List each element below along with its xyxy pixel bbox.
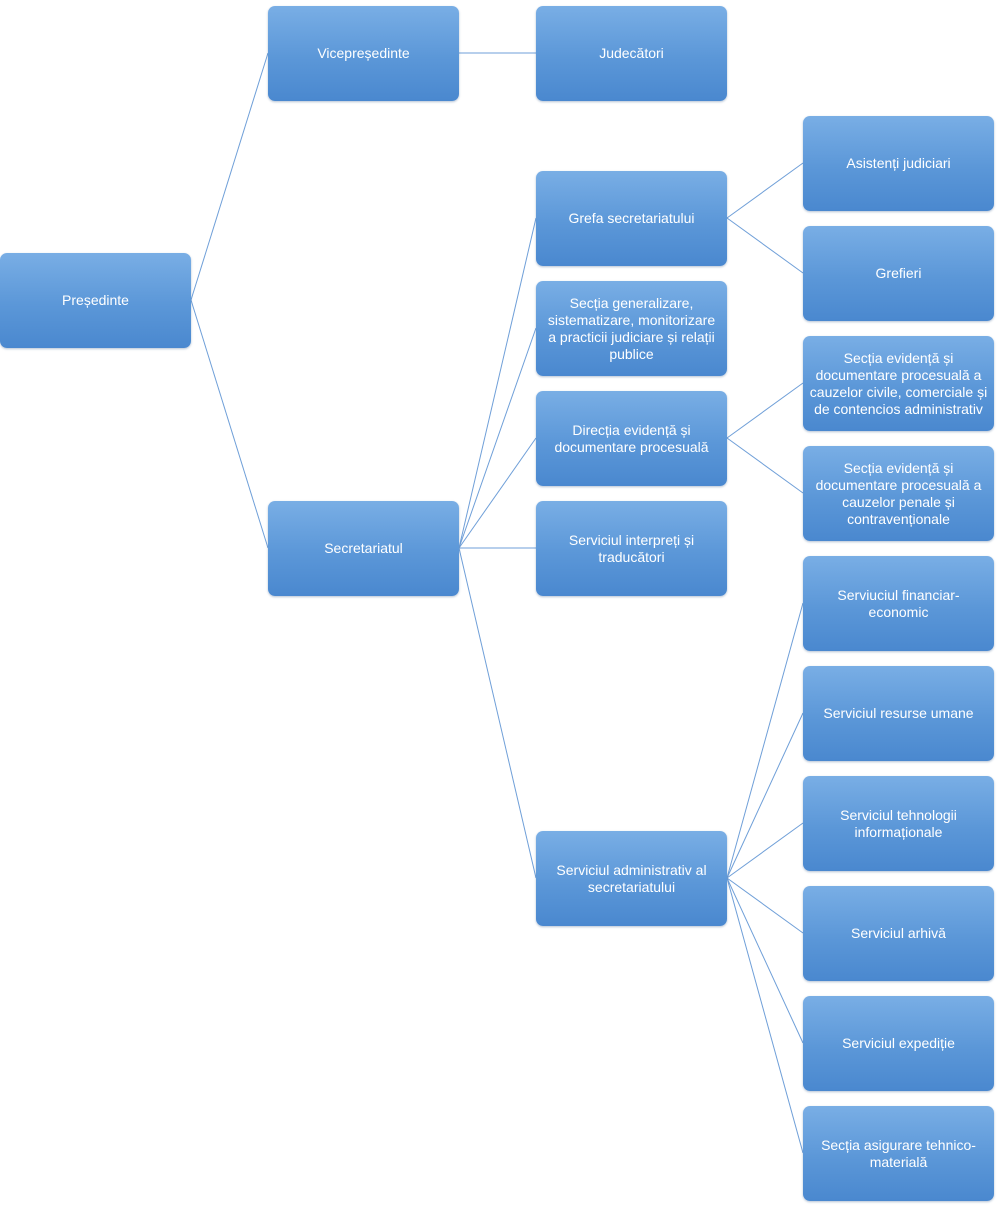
node-vicepresedinte: Vicepreședinte: [268, 6, 459, 101]
connector-grefa-asistenti: [726, 162, 804, 219]
node-grefa-secretariatului: Grefa secretariatului: [536, 171, 727, 266]
connector-administrativ-arhiva: [726, 877, 804, 934]
node-label: Serviciul arhivă: [851, 925, 946, 941]
node-label: Asistenți judiciari: [846, 155, 951, 171]
node-grefieri: Grefieri: [803, 226, 994, 321]
node-label: Secția evidență și documentare procesual…: [809, 349, 988, 417]
node-serviciul-administrativ: Serviciul administrativ al secretariatul…: [536, 831, 727, 926]
node-serviciul-interpreti: Serviciul interpreți și traducători: [536, 501, 727, 596]
connector-grefa-grefieri: [726, 217, 804, 274]
node-label: Serviciul expediție: [842, 1035, 955, 1051]
node-label: Grefa secretariatului: [568, 210, 695, 226]
node-label: Serviuciul financiar- economic: [837, 586, 960, 620]
node-label: Direcția evidență și documentare procesu…: [554, 421, 709, 455]
node-label: Serviciul interpreți și traducători: [568, 531, 695, 565]
connector-administrativ-expeditie: [726, 877, 804, 1044]
node-label: Președinte: [62, 292, 129, 308]
node-presedinte: Președinte: [0, 253, 191, 348]
node-judecatori: Judecători: [536, 6, 727, 101]
connector-administrativ-resurse: [726, 712, 804, 879]
connector-presedinte-vicepresedinte: [190, 52, 269, 301]
node-label: Grefieri: [875, 265, 922, 281]
node-serviciul-resurse-umane: Serviciul resurse umane: [803, 666, 994, 761]
connector-secretariatul-administrativ: [458, 547, 537, 879]
node-label: Secretariatul: [324, 540, 403, 556]
connector-administrativ-asigurare: [726, 877, 804, 1154]
node-label: Vicepreședinte: [317, 45, 410, 61]
node-serviciul-financiar: Serviuciul financiar- economic: [803, 556, 994, 651]
node-sectia-civile: Secția evidență și documentare procesual…: [803, 336, 994, 431]
connector-directia-civile: [726, 382, 804, 439]
node-label: Secția asigurare tehnico- materială: [821, 1136, 976, 1170]
connector-administrativ-financiar: [726, 602, 804, 879]
node-serviciul-expeditie: Serviciul expediție: [803, 996, 994, 1091]
node-sectia-asigurare: Secția asigurare tehnico- materială: [803, 1106, 994, 1201]
node-directia-evidenta: Direcția evidență și documentare procesu…: [536, 391, 727, 486]
node-label: Serviciul administrativ al secretariatul…: [556, 861, 707, 895]
connector-secretariatul-generalizare: [458, 327, 537, 549]
node-label: Serviciul tehnologii informaționale: [840, 806, 957, 840]
connector-secretariatul-grefa: [458, 217, 537, 549]
node-label: Secția evidență și documentare procesual…: [815, 459, 982, 527]
node-sectia-generalizare: Secția generalizare, sistematizare, moni…: [536, 281, 727, 376]
node-label: Serviciul resurse umane: [823, 705, 974, 721]
node-serviciul-arhiva: Serviciul arhivă: [803, 886, 994, 981]
node-secretariatul: Secretariatul: [268, 501, 459, 596]
node-serviciul-tehnologii: Serviciul tehnologii informaționale: [803, 776, 994, 871]
connector-directia-penale: [726, 437, 804, 494]
connector-secretariatul-directia: [458, 437, 537, 549]
node-sectia-penale: Secția evidență și documentare procesual…: [803, 446, 994, 541]
connector-presedinte-secretariatul: [190, 299, 269, 549]
node-label: Judecători: [599, 45, 664, 61]
node-asistenti-judiciari: Asistenți judiciari: [803, 116, 994, 211]
connector-administrativ-tehnologii: [726, 822, 804, 879]
node-label: Secția generalizare, sistematizare, moni…: [547, 294, 716, 362]
